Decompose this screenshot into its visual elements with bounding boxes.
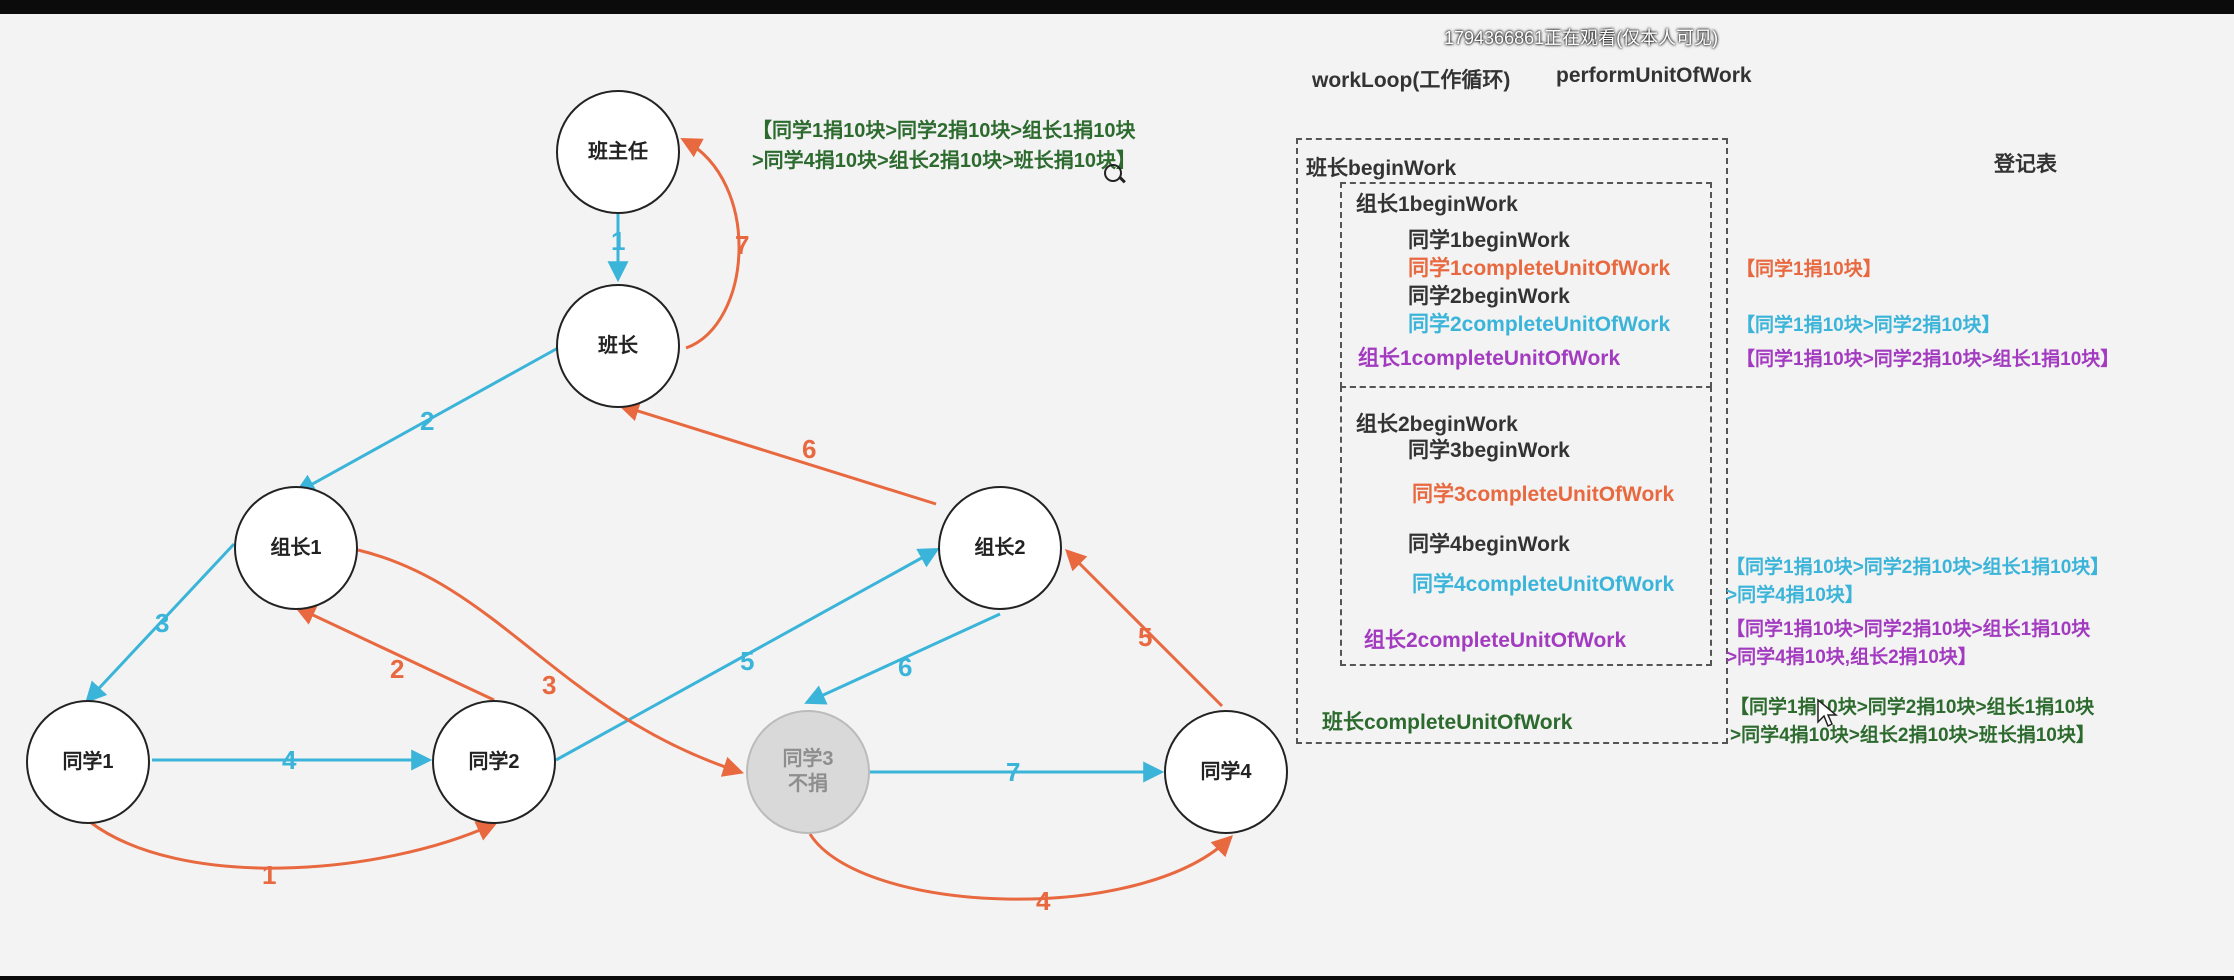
node-leader1-label: 组长1 xyxy=(270,536,322,559)
edges-layer: 1 2 3 4 5 6 7 7 6 2 3 1 5 4 xyxy=(85,138,1234,916)
edge-red-3 xyxy=(357,548,744,777)
node-student4-label: 同学4 xyxy=(1200,760,1252,783)
edge-blue-2 xyxy=(294,346,559,495)
edge-label-blue-5: 5 xyxy=(740,646,754,676)
perform-unit-title: performUnitOfWork xyxy=(1556,64,1752,87)
edge-label-red-2: 2 xyxy=(390,654,404,684)
record-5-line1: 【同学1捐10块>同学2捐10块>组长1捐10块 xyxy=(1726,619,2091,640)
node-leader1: 组长1 xyxy=(234,486,358,610)
workloop-title: workLoop(工作循环) xyxy=(1312,69,1511,92)
node-student2: 同学2 xyxy=(432,700,556,824)
record-4-line2: >同学4捐10块】 xyxy=(1726,585,1864,606)
record-6-line1: 【同学1捐10块>同学2捐10块>组长1捐10块 xyxy=(1730,697,2095,718)
diagram-canvas: 1 2 3 4 5 6 7 7 6 2 3 1 5 4 班主任 班长 组长1 组… xyxy=(0,14,2234,976)
step-s4-begin: 同学4beginWork xyxy=(1408,533,1570,556)
edge-label-blue-2: 2 xyxy=(420,406,434,436)
edge-label-red-3: 3 xyxy=(542,670,556,700)
step-s3-complete: 同学3completeUnitOfWork xyxy=(1412,483,1675,506)
edge-red-4 xyxy=(808,833,1234,901)
mouse-pointer-icon xyxy=(1817,698,1838,728)
record-2: 【同学1捐10块>同学2捐10块】 xyxy=(1736,315,2001,336)
edge-label-red-7: 7 xyxy=(735,230,749,260)
record-6-line2: >同学4捐10块>组长2捐10块>班长捐10块】 xyxy=(1730,725,2095,746)
step-s3-begin: 同学3beginWork xyxy=(1408,439,1570,462)
step-monitor-complete: 班长completeUnitOfWork xyxy=(1322,711,1573,734)
step-s1-begin: 同学1beginWork xyxy=(1408,229,1570,252)
node-student3-label: 同学3 xyxy=(782,748,834,770)
step-s4-complete: 同学4completeUnitOfWork xyxy=(1412,573,1675,596)
top-donation-note-line1: 【同学1捐10块>同学2捐10块>组长1捐10块 xyxy=(752,120,1136,142)
monitor-work-box xyxy=(1296,138,1728,744)
step-leader1-begin: 组长1beginWork xyxy=(1356,193,1518,216)
step-leader2-complete: 组长2completeUnitOfWork xyxy=(1364,629,1627,652)
node-student3-note: 不捐 xyxy=(788,773,828,795)
top-donation-note-line2: >同学4捐10块>组长2捐10块>班长捐10块】 xyxy=(752,150,1137,172)
node-leader2-label: 组长2 xyxy=(974,536,1026,559)
edge-label-blue-1: 1 xyxy=(611,226,625,256)
edge-label-blue-7: 7 xyxy=(1006,757,1020,787)
node-monitor-label: 班长 xyxy=(598,334,638,357)
edge-label-red-5: 5 xyxy=(1138,622,1152,652)
record-4-line1: 【同学1捐10块>同学2捐10块>组长1捐10块】 xyxy=(1726,557,2110,578)
node-leader2: 组长2 xyxy=(938,486,1062,610)
edge-label-blue-4: 4 xyxy=(282,745,297,775)
edge-red-2 xyxy=(294,605,495,702)
node-student3: 同学3 不捐 xyxy=(746,710,870,834)
node-teacher-label: 班主任 xyxy=(588,140,648,163)
step-leader2-begin: 组长2beginWork xyxy=(1356,413,1518,436)
edge-label-blue-3: 3 xyxy=(155,608,169,638)
edge-red-7 xyxy=(680,138,741,350)
record-1: 【同学1捐10块】 xyxy=(1736,259,1882,280)
edge-label-red-1: 1 xyxy=(262,860,276,890)
edge-red-1 xyxy=(89,820,498,870)
node-student2-label: 同学2 xyxy=(468,750,520,773)
edge-label-red-4: 4 xyxy=(1036,886,1051,916)
edge-red-6 xyxy=(617,400,937,506)
step-leader1-complete: 组长1completeUnitOfWork xyxy=(1358,347,1621,370)
edge-label-blue-6: 6 xyxy=(898,652,912,682)
record-3: 【同学1捐10块>同学2捐10块>组长1捐10块】 xyxy=(1736,349,2120,370)
edge-blue-6 xyxy=(804,612,1001,705)
node-student4: 同学4 xyxy=(1164,710,1288,834)
node-student1: 同学1 xyxy=(26,700,150,824)
edge-label-red-6: 6 xyxy=(802,434,816,464)
node-monitor: 班长 xyxy=(556,284,680,408)
step-s1-complete: 同学1completeUnitOfWork xyxy=(1408,257,1671,280)
step-s2-begin: 同学2beginWork xyxy=(1408,285,1570,308)
zoom-cursor-icon xyxy=(1104,164,1122,182)
leader2-work-box xyxy=(1340,386,1712,666)
edge-red-5 xyxy=(1065,549,1224,708)
edge-blue-3 xyxy=(85,542,236,704)
record-5-line2: >同学4捐10块,组长2捐10块】 xyxy=(1726,647,1977,668)
edge-blue-5 xyxy=(555,547,940,762)
node-teacher: 班主任 xyxy=(556,90,680,214)
viewer-watermark: 1794366861正在观看(仅本人可见) xyxy=(1444,28,1719,48)
step-s2-complete: 同学2completeUnitOfWork xyxy=(1408,313,1671,336)
node-student1-label: 同学1 xyxy=(62,750,114,773)
step-monitor-begin: 班长beginWork xyxy=(1306,157,1457,180)
register-title: 登记表 xyxy=(1994,153,2057,176)
